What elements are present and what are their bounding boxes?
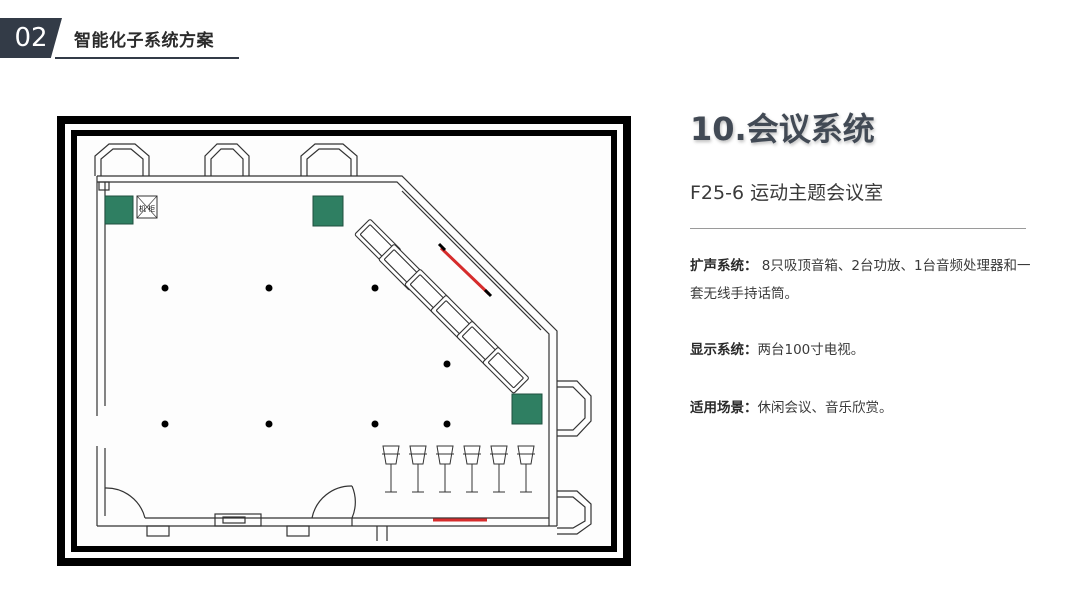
ceiling-speakers: [161, 284, 451, 428]
section-header: 02 智能化子系统方案: [0, 18, 240, 60]
walls: [94, 143, 592, 541]
spec-audio-label: 扩声系统：: [690, 258, 758, 274]
wall-panel-top: [312, 195, 344, 227]
plan-paper: [77, 136, 611, 546]
spec-display-label: 显示系统：: [690, 342, 758, 358]
spec-audio: 扩声系统： 8只吸顶音箱、2台功放、1台音频处理器和一套无线手持话筒。: [690, 252, 1038, 308]
equipment-rack-label: 机 柜: [139, 204, 155, 213]
section-number: 02: [0, 18, 62, 58]
section-title: 10.会议系统: [690, 110, 875, 148]
wall-panel-left: [104, 195, 134, 225]
wall-panel-right: [511, 393, 543, 425]
header-underline: [55, 57, 239, 59]
spec-scenario-text: 休闲会议、音乐欣赏。: [757, 400, 893, 416]
room-subtitle: F25-6 运动主题会议室: [690, 182, 884, 204]
spec-display-text: 两台100寸电视。: [757, 342, 865, 358]
title-divider: [690, 228, 1026, 229]
section-header-title: 智能化子系统方案: [74, 31, 214, 51]
spec-scenario-label: 适用场景：: [690, 400, 758, 416]
tv-screen-diagonal: [439, 246, 491, 296]
spec-display: 显示系统：两台100寸电视。: [690, 336, 1038, 364]
spec-scenario: 适用场景：休闲会议、音乐欣赏。: [690, 394, 1038, 422]
bar-stools: [382, 445, 535, 493]
recliner-seats: [354, 219, 529, 394]
spec-audio-text: 8只吸顶音箱、2台功放、1台音频处理器和一套无线手持话筒。: [690, 258, 1031, 302]
floor-plan: 机 柜: [57, 116, 631, 566]
